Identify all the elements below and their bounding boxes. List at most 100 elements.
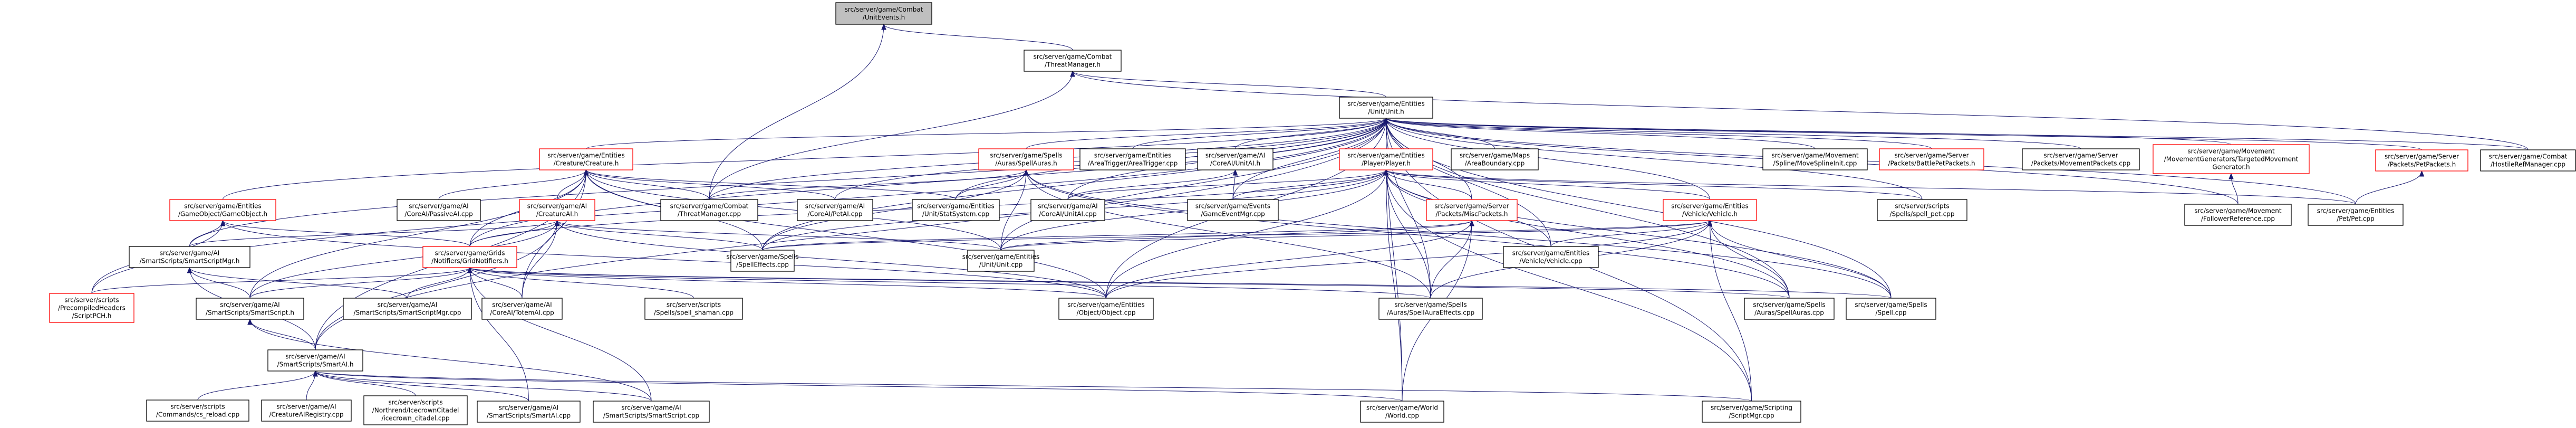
node-statsystem-cpp[interactable]: src/server/game/Entities/Unit/StatSystem… — [912, 199, 1000, 221]
node-box[interactable] — [49, 293, 134, 323]
node-unitai-h[interactable]: src/server/game/AI/CoreAI/UnitAI.h — [1197, 148, 1273, 170]
node-petpackets-h[interactable]: src/server/game/Server/Packets/PetPacket… — [2375, 149, 2468, 172]
node-box[interactable] — [2022, 148, 2140, 170]
node-box[interactable] — [1762, 148, 1868, 170]
node-box[interactable] — [1378, 298, 1483, 320]
node-box[interactable] — [967, 250, 1035, 272]
node-movesplineinit-cpp[interactable]: src/server/game/Movement/Spline/MoveSpli… — [1762, 148, 1868, 170]
node-followerreference-cpp[interactable]: src/server/game/Movement/FollowerReferen… — [2184, 204, 2292, 226]
node-smartscript-h[interactable]: src/server/game/AI/SmartScripts/SmartScr… — [196, 298, 304, 320]
node-box[interactable] — [835, 2, 932, 25]
node-scriptpch-h[interactable]: src/server/scripts/PrecompiledHeaders/Sc… — [49, 293, 134, 323]
node-box[interactable] — [129, 246, 250, 268]
node-smartai-cpp[interactable]: src/server/game/AI/SmartScripts/SmartAI.… — [477, 401, 581, 423]
node-unitai-cpp[interactable]: src/server/game/AI/CoreAI/UnitAI.cpp — [1030, 199, 1105, 221]
node-vehicle-h[interactable]: src/server/game/Entities/Vehicle/Vehicle… — [1663, 199, 1757, 221]
node-box[interactable] — [1846, 298, 1936, 320]
node-box[interactable] — [2308, 204, 2404, 226]
node-box[interactable] — [1339, 97, 1433, 119]
node-creatureairegistry-cpp[interactable]: src/server/game/AI/CreatureAIRegistry.cp… — [261, 400, 352, 422]
node-pet-cpp[interactable]: src/server/game/Entities/Pet/Pet.cpp — [2308, 204, 2404, 226]
node-spellauras-cpp[interactable]: src/server/game/Spells/Auras/SpellAuras.… — [1744, 298, 1835, 320]
node-box[interactable] — [593, 401, 710, 423]
node-spell-shaman-cpp[interactable]: src/server/scripts/Spells/spell_shaman.c… — [644, 298, 743, 320]
node-box[interactable] — [1879, 148, 1984, 170]
node-box[interactable] — [343, 298, 472, 320]
node-battlepetpackets-h[interactable]: src/server/game/Server/Packets/BattlePet… — [1879, 148, 1984, 170]
node-hostilerefmanager-cpp[interactable]: src/server/game/Combat/HostileRefManager… — [2480, 149, 2576, 172]
node-gameobject-h[interactable]: src/server/game/Entities/GameObject/Game… — [169, 199, 276, 221]
node-spell-cpp[interactable]: src/server/game/Spells/Spell.cpp — [1846, 298, 1936, 320]
node-spell-pet-cpp[interactable]: src/server/scripts/Spells/spell_pet.cpp — [1877, 199, 1967, 221]
node-gridnotifiers-h[interactable]: src/server/game/Grids/Notifiers/GridNoti… — [422, 246, 517, 268]
node-spelleffects-cpp[interactable]: src/server/game/Spells/SpellEffects.cpp — [726, 250, 799, 272]
node-vehicle-cpp[interactable]: src/server/game/Entities/Vehicle/Vehicle… — [1503, 246, 1599, 268]
node-box[interactable] — [2184, 204, 2292, 226]
node-box[interactable] — [2153, 144, 2310, 174]
node-box[interactable] — [397, 199, 481, 221]
node-box[interactable] — [978, 148, 1074, 170]
node-box[interactable] — [1024, 50, 1122, 72]
node-cs-reload-cpp[interactable]: src/server/scripts/Commands/cs_reload.cp… — [146, 400, 249, 422]
node-box[interactable] — [477, 401, 581, 423]
node-miscpackets-h[interactable]: src/server/game/Server/Packets/MiscPacke… — [1426, 199, 1518, 221]
node-spellauras-h[interactable]: src/server/game/Spells/Auras/SpellAuras.… — [978, 148, 1074, 170]
node-box[interactable] — [1187, 199, 1279, 221]
node-areatrigger-cpp[interactable]: src/server/game/Entities/AreaTrigger/Are… — [1079, 148, 1186, 170]
node-box[interactable] — [797, 199, 873, 221]
node-petai-cpp[interactable]: src/server/game/AI/CoreAI/PetAI.cpp — [797, 199, 873, 221]
node-box[interactable] — [1058, 298, 1154, 320]
node-smartscriptmgr-cpp[interactable]: src/server/game/AI/SmartScripts/SmartScr… — [343, 298, 472, 320]
node-box[interactable] — [146, 400, 249, 422]
node-box[interactable] — [539, 148, 633, 170]
node-box[interactable] — [1339, 148, 1433, 170]
node-box[interactable] — [660, 199, 758, 221]
node-player-h[interactable]: src/server/game/Entities/Player/Player.h — [1339, 148, 1433, 170]
node-unit-cpp[interactable]: src/server/game/Entities/Unit/Unit.cpp — [962, 250, 1040, 272]
node-unitevents-h[interactable]: src/server/game/Combat/UnitEvents.h — [835, 2, 932, 25]
node-gameeventmgr-cpp[interactable]: src/server/game/Events/GameEventMgr.cpp — [1187, 199, 1279, 221]
node-threatmanager-cpp[interactable]: src/server/game/Combat/ThreatManager.cpp — [660, 199, 758, 221]
node-box[interactable] — [196, 298, 304, 320]
node-box[interactable] — [1197, 148, 1273, 170]
node-box[interactable] — [1503, 246, 1599, 268]
node-smartai-h[interactable]: src/server/game/AI/SmartScripts/SmartAI.… — [267, 349, 363, 372]
node-spellauraeffects-cpp[interactable]: src/server/game/Spells/Auras/SpellAuraEf… — [1378, 298, 1483, 320]
node-box[interactable] — [261, 400, 352, 422]
node-box[interactable] — [2375, 149, 2468, 172]
node-box[interactable] — [912, 199, 1000, 221]
node-box[interactable] — [730, 250, 795, 272]
node-world-cpp[interactable]: src/server/game/World/World.cpp — [1360, 401, 1444, 423]
node-box[interactable] — [1877, 199, 1967, 221]
node-box[interactable] — [2480, 149, 2576, 172]
node-passiveai-cpp[interactable]: src/server/game/AI/CoreAI/PassiveAI.cpp — [397, 199, 481, 221]
node-box[interactable] — [267, 349, 363, 372]
node-box[interactable] — [1663, 199, 1757, 221]
node-box[interactable] — [363, 395, 468, 425]
node-box[interactable] — [1702, 401, 1801, 423]
node-box[interactable] — [1426, 199, 1518, 221]
node-box[interactable] — [422, 246, 517, 268]
node-scriptmgr-cpp[interactable]: src/server/game/Scripting/ScriptMgr.cpp — [1702, 401, 1801, 423]
node-totemai-cpp[interactable]: src/server/game/AI/CoreAI/TotemAI.cpp — [481, 298, 563, 320]
node-box[interactable] — [169, 199, 276, 221]
node-box[interactable] — [1360, 401, 1444, 423]
node-threatmanager-h[interactable]: src/server/game/Combat/ThreatManager.h — [1024, 50, 1122, 72]
node-creatureai-h[interactable]: src/server/game/AI/CreatureAI.h — [519, 199, 595, 221]
node-box[interactable] — [1744, 298, 1835, 320]
node-box[interactable] — [481, 298, 563, 320]
node-box[interactable] — [1030, 199, 1105, 221]
node-box[interactable] — [519, 199, 595, 221]
node-targetedmovementgenerator-h[interactable]: src/server/game/Movement/MovementGenerat… — [2153, 144, 2310, 174]
node-creature-h[interactable]: src/server/game/Entities/Creature/Creatu… — [539, 148, 633, 170]
node-object-cpp[interactable]: src/server/game/Entities/Object/Object.c… — [1058, 298, 1154, 320]
node-smartscript-cpp[interactable]: src/server/game/AI/SmartScripts/SmartScr… — [593, 401, 710, 423]
node-smartscriptmgr-h[interactable]: src/server/game/AI/SmartScripts/SmartScr… — [129, 246, 250, 268]
node-movementpackets-cpp[interactable]: src/server/game/Server/Packets/MovementP… — [2022, 148, 2140, 170]
node-box[interactable] — [1079, 148, 1186, 170]
node-unit-h[interactable]: src/server/game/Entities/Unit/Unit.h — [1339, 97, 1433, 119]
node-icecrown-citadel-cpp[interactable]: src/server/scripts/Northrend/IcecrownCit… — [363, 395, 468, 425]
node-box[interactable] — [644, 298, 743, 320]
node-areaboundary-cpp[interactable]: src/server/game/Maps/AreaBoundary.cpp — [1451, 148, 1539, 170]
node-box[interactable] — [1451, 148, 1539, 170]
